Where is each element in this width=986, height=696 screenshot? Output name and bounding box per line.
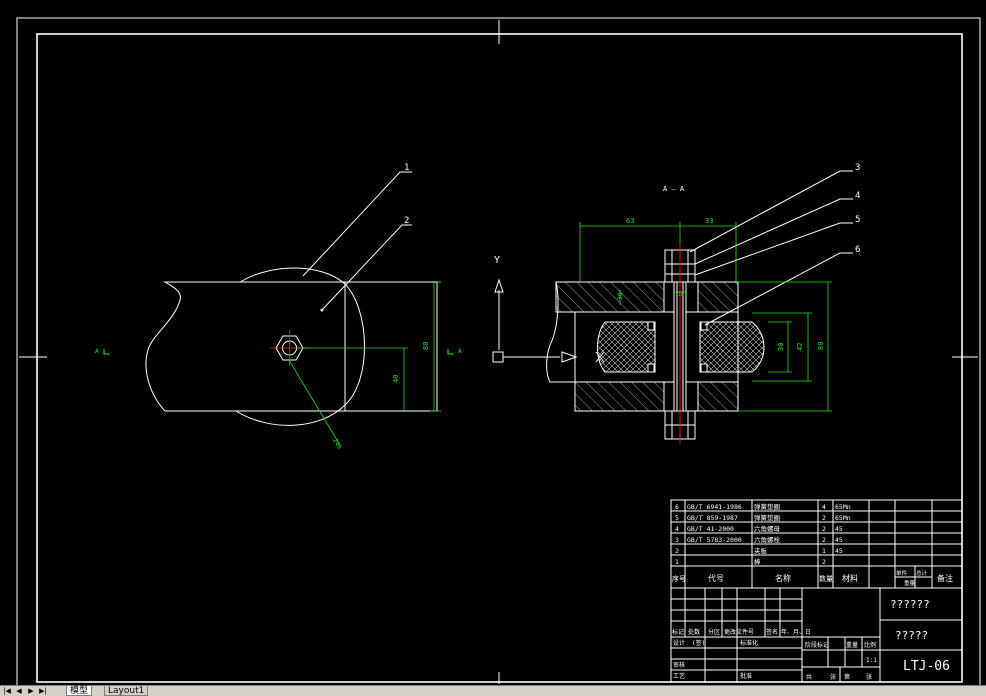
section-mark-left (103, 349, 110, 355)
dim-left-diagonal: 240 (331, 438, 343, 451)
tab-next-icon[interactable]: ▶ (28, 687, 34, 695)
dim-right-top-b: 33 (705, 217, 713, 225)
tab-prev-icon[interactable]: ◀ (16, 687, 22, 695)
ucs-y-label: Y (494, 255, 500, 266)
dim-left-height: 80 (422, 342, 430, 350)
balloon-4: 4 (855, 191, 860, 201)
view-title: A — A (663, 185, 685, 193)
layout-tab-bar: |◀ ◀ ▶ ▶| 模型 Layout1 (0, 685, 986, 696)
dim-inner-height: 30 (777, 343, 785, 351)
tab-last-icon[interactable]: ▶| (39, 687, 47, 695)
dim-right-top-a: 63 (626, 217, 634, 225)
right-dimensions (579, 222, 832, 412)
dim-small-a: 38 (617, 292, 624, 300)
balloon-1: 1 (404, 163, 409, 173)
section-mark-right (447, 349, 454, 355)
balloon-6: 6 (855, 245, 860, 255)
tab-first-icon[interactable]: |◀ (3, 687, 11, 695)
section-mark-left-label: A (95, 348, 99, 355)
dim-left-half: 40 (392, 375, 400, 383)
tab-layout1[interactable]: Layout1 (104, 686, 149, 696)
dim-inner-height-b: 42 (796, 343, 804, 351)
left-dimensions (288, 281, 441, 446)
dim-right-vertical: 80 (817, 342, 825, 350)
bom-table (671, 500, 962, 588)
balloon-5: 5 (855, 215, 860, 225)
section-mark-right-label: A (458, 348, 462, 355)
dim-small-b: 16 (678, 292, 684, 298)
title-block-lines (670, 587, 963, 683)
centering-marks (19, 20, 978, 684)
balloon-2: 2 (404, 216, 409, 226)
ucs-icon (492, 278, 578, 363)
x-marker (595, 351, 605, 363)
left-view (145, 171, 438, 426)
right-section-view (546, 170, 853, 440)
balloon-3: 3 (855, 163, 860, 173)
tab-model[interactable]: 模型 (66, 686, 93, 696)
